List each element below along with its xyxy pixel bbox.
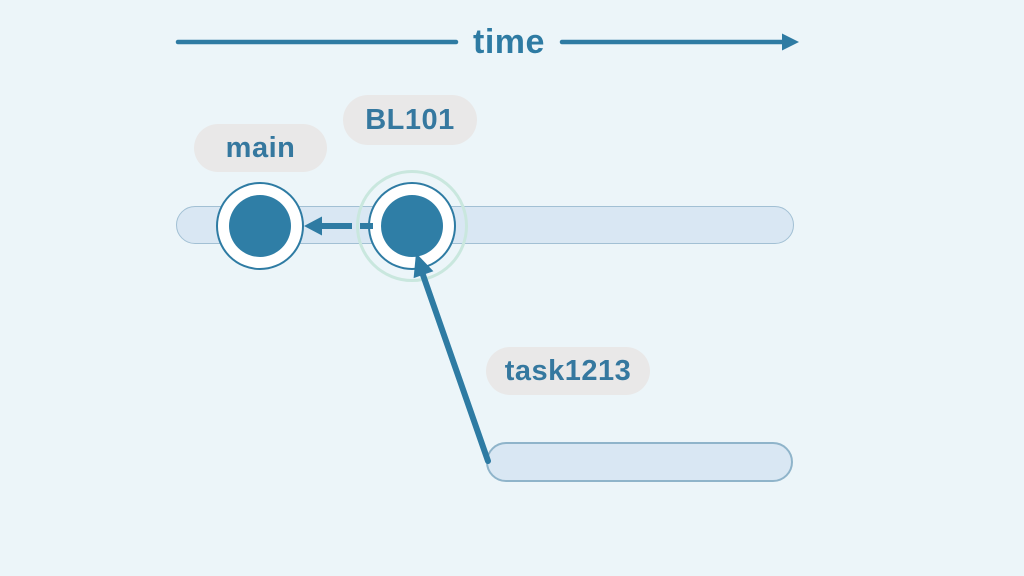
branch-origin-shaft (420, 272, 491, 464)
commit-label-bl101: BL101 (343, 95, 477, 145)
branch-origin-arrow (413, 253, 491, 464)
commit-highlight-ring (356, 170, 468, 282)
commit-node-main (216, 182, 304, 270)
commit-node-bl101-core (381, 195, 443, 257)
commit-node-bl101 (368, 182, 456, 270)
time-arrowhead-icon (782, 33, 799, 51)
task1213-branch-track (486, 442, 793, 482)
branch-label-main: main (194, 124, 327, 172)
branch-label-task1213: task1213 (486, 347, 650, 395)
commit-node-main-core (229, 195, 291, 257)
time-axis-label: time (473, 22, 545, 61)
